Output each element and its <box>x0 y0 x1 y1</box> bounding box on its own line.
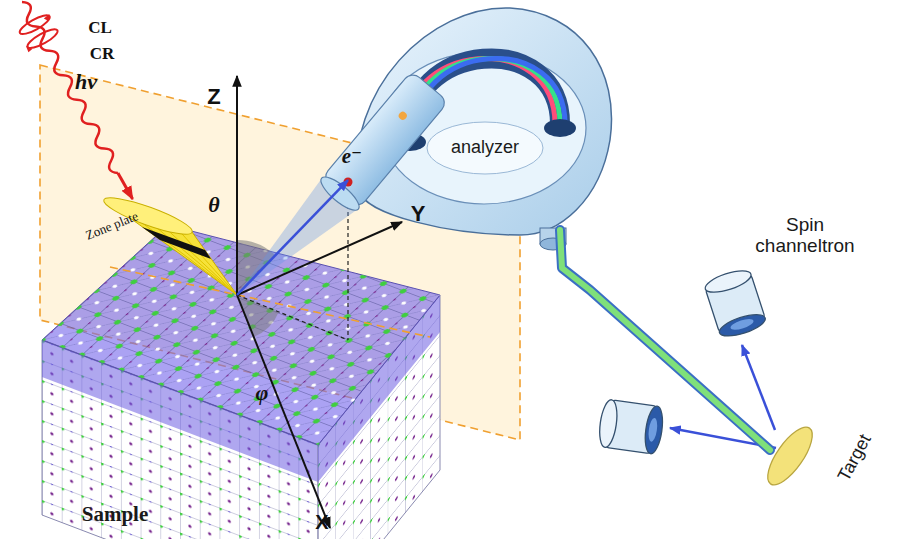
analyzer-label: analyzer <box>451 138 519 158</box>
tube-wall <box>560 230 770 450</box>
plane-trace <box>110 267 430 337</box>
electron-transfer-tube <box>560 230 770 450</box>
zone-plate-band <box>142 227 211 259</box>
polarization-circle <box>17 12 52 37</box>
target-disk <box>760 421 820 492</box>
target-label: Target <box>835 431 876 484</box>
polarization-circle <box>25 26 60 51</box>
sample-top-face <box>42 225 440 445</box>
axis-label: Z <box>207 85 220 109</box>
beam-line <box>742 345 775 430</box>
channeltron-lower <box>597 399 665 455</box>
center-plate <box>427 122 543 174</box>
exit-slit <box>544 119 576 137</box>
channeltron-top <box>597 399 620 449</box>
beam-line <box>237 180 348 295</box>
polarization-arrowhead <box>43 14 52 23</box>
channeltron-mouth <box>717 310 768 340</box>
z-axis <box>236 76 238 295</box>
sample-label: Sample <box>82 503 149 526</box>
exit-port-end <box>540 238 566 250</box>
sample-block: Sample <box>42 295 442 539</box>
target-box: Target <box>770 430 890 510</box>
sample-top-lattice <box>42 225 440 445</box>
analyzer-box: analyzer <box>348 0 612 230</box>
polarization-label: CR <box>90 45 115 64</box>
axis-label: Y <box>411 202 426 226</box>
axis-label: X <box>315 511 328 533</box>
channeltron-box: Spin channeltron <box>700 200 860 345</box>
x-axis <box>237 295 330 528</box>
projection-line <box>237 295 348 340</box>
edge-label: e⁻ <box>342 145 362 168</box>
phi-wedge <box>237 295 279 337</box>
photon-arrow <box>118 173 133 199</box>
lens-spot <box>397 110 408 121</box>
electron-path-arrow <box>742 345 775 430</box>
channeltron-upper <box>703 267 768 341</box>
lens-opening <box>316 172 363 215</box>
angle-label: φ <box>256 381 269 405</box>
polarization-arrowhead <box>25 44 33 53</box>
polarization-label: CL <box>88 19 112 38</box>
focus-ray <box>174 225 237 295</box>
photon-beam <box>5 0 148 208</box>
photon-energy-label: hν <box>75 70 97 94</box>
sample-slab <box>42 225 440 539</box>
channeltron-mouth <box>643 405 666 455</box>
electron-path-arrow <box>237 180 348 295</box>
lens-tube <box>316 71 448 215</box>
scatter-arrow <box>670 428 776 448</box>
electron-dot <box>344 178 353 187</box>
zone-plate <box>101 191 237 295</box>
channeltron-cone <box>647 417 658 442</box>
photon-wave <box>17 0 123 176</box>
angle-label: θ <box>208 193 219 217</box>
channeltron-top <box>703 267 754 297</box>
channeltron-label: Spin channeltron <box>749 215 861 257</box>
channeltron-cone <box>729 317 754 332</box>
tube-core <box>560 230 770 450</box>
